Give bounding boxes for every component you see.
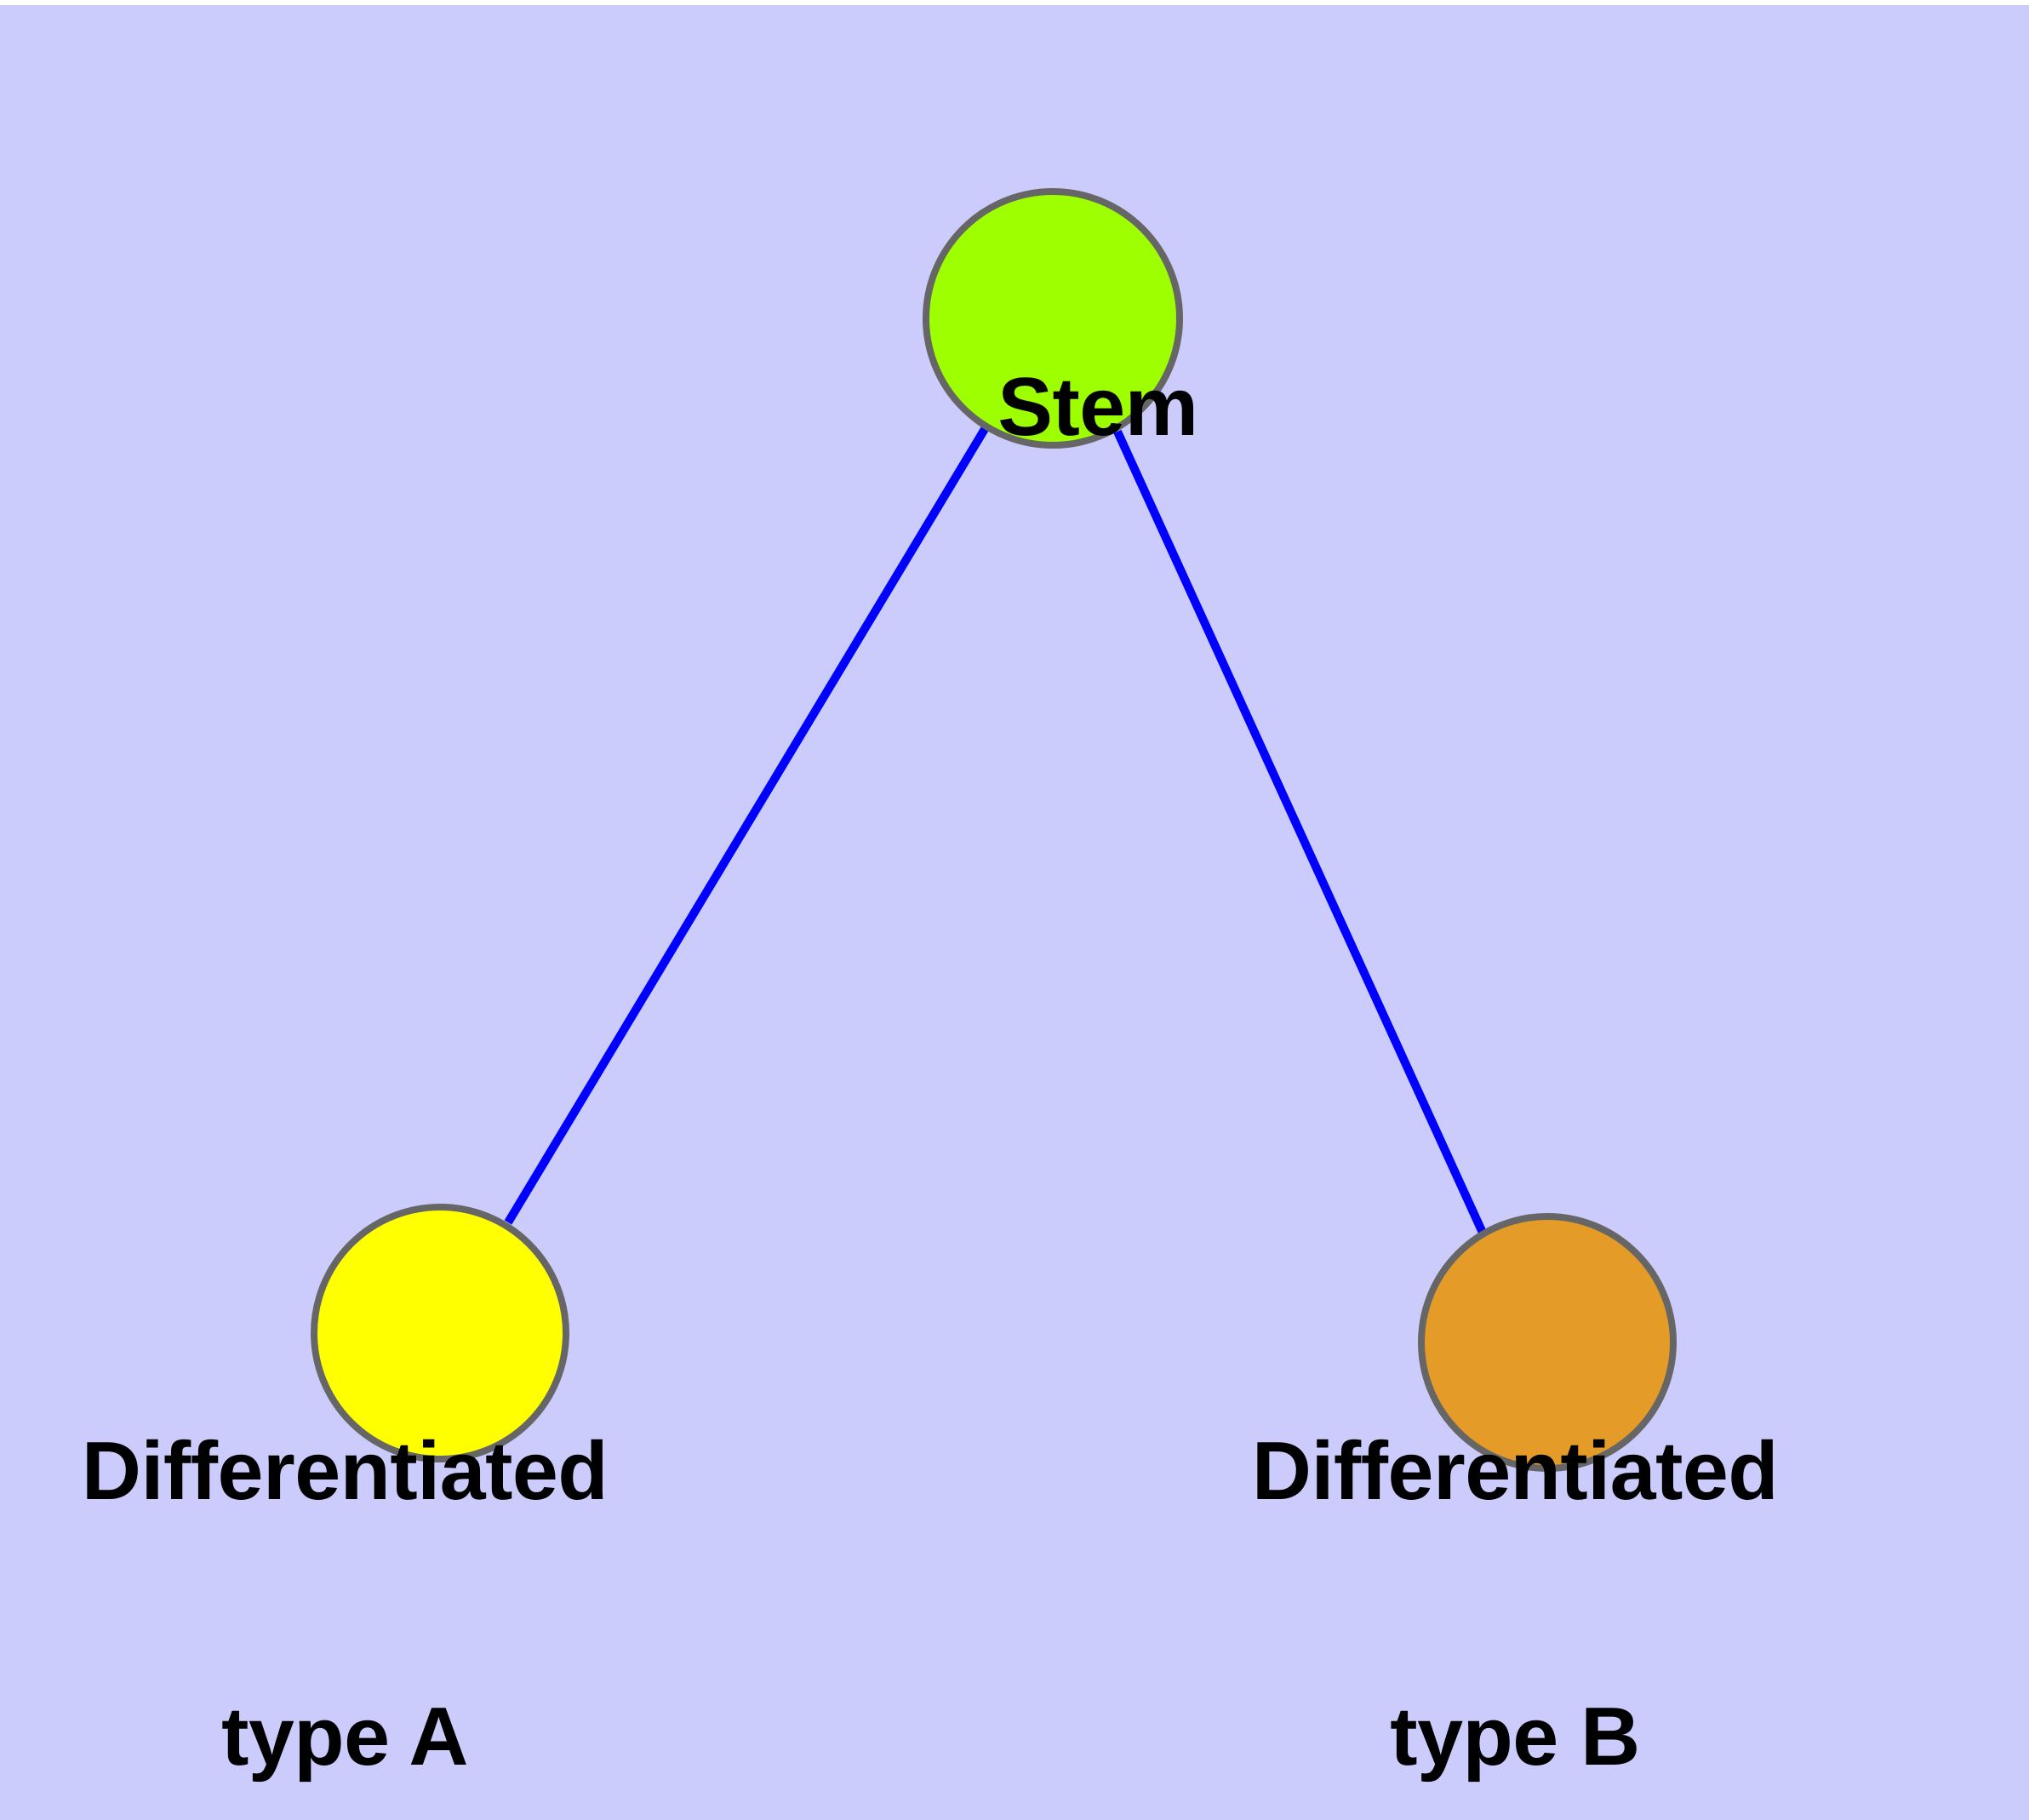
edge-layer: [504, 426, 1487, 1235]
node-stem[interactable]: [923, 188, 1183, 449]
node-layer: [311, 188, 1677, 1472]
edge-stem-to-type-a[interactable]: [504, 426, 989, 1225]
node-differentiated-type-b[interactable]: [1418, 1213, 1677, 1472]
edge-stem-to-type-b[interactable]: [1113, 429, 1487, 1235]
node-differentiated-type-a[interactable]: [311, 1204, 569, 1462]
